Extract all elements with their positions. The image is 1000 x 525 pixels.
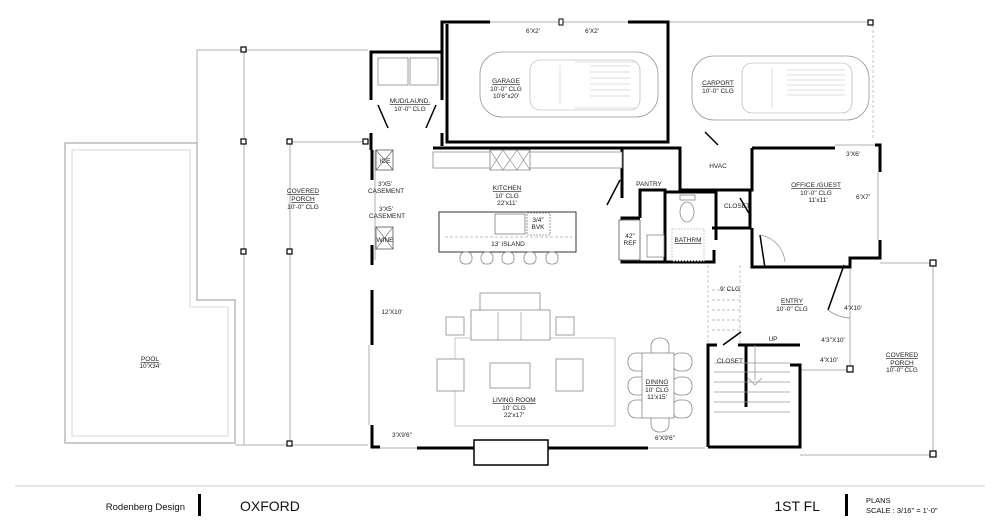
ref-label-1: 42"	[625, 233, 635, 240]
designer-name: Rodenberg Design	[106, 502, 185, 513]
pool	[64, 142, 236, 444]
living-room-clg: 10' CLG	[502, 405, 526, 412]
living-room-size: 22'x17'	[504, 412, 524, 419]
room-labels: MUD/LAUND. 10'-0" CLG 6'X2' 6'X2' GARAGE…	[139, 28, 918, 442]
office-closet-label: CLOSET	[724, 203, 750, 210]
ref-label-2: REF	[624, 240, 637, 247]
porch-left-clg: 10'-0" CLG	[287, 204, 319, 211]
carport-label: CARPORT	[702, 80, 734, 87]
porch-left-label-2: PORCH	[291, 196, 315, 203]
floor-label: 1ST FL	[774, 498, 820, 514]
pantry-label: PANTRY	[636, 181, 662, 188]
porch-right-label-2: PORCH	[890, 360, 914, 367]
living-room-label: LIVING ROOM	[492, 397, 535, 404]
dishwasher-label-1: 3/4"	[532, 217, 544, 224]
kitchen-label: KITCHEN	[493, 185, 522, 192]
office-window-right: 6'X7'	[856, 194, 870, 201]
office-size: 11'x11'	[808, 197, 827, 204]
garage-clg: 10'-0" CLG	[490, 86, 522, 93]
pool-label: POOL	[141, 356, 159, 363]
kitchen-size: 22'x11'	[497, 200, 517, 207]
mud-room-clg: 10'-0" CLG	[394, 106, 426, 113]
dining-clg: 10' CLG	[645, 387, 669, 394]
ice-label: ICE	[380, 158, 392, 165]
wine-label: WINE	[377, 237, 395, 244]
entry-label: ENTRY	[781, 298, 804, 305]
living-slider-size: 12'X10'	[381, 309, 402, 316]
garage-label: GARAGE	[492, 78, 520, 85]
kitchen-clg: 10' CLG	[495, 193, 519, 200]
stair-clg-label: 9' CLG	[720, 286, 740, 293]
car-garage	[479, 51, 659, 118]
stair-up-label: UP	[768, 336, 777, 343]
carport-clg: 10'-0" CLG	[702, 88, 734, 95]
hvac-label: HVAC	[709, 163, 727, 170]
kitchen-fixtures	[375, 57, 705, 265]
office-label: OFFICE /GUEST	[791, 182, 841, 189]
mud-room-label: MUD/LAUND.	[390, 98, 431, 105]
living-window-size: 3'X9'6"	[392, 432, 413, 439]
garage-door-size-1: 6'X2'	[526, 28, 540, 35]
garage-size: 10'6"x20'	[493, 93, 519, 100]
car-carport	[691, 55, 870, 121]
island-label: 13' ISLAND	[491, 241, 525, 248]
living-furniture	[436, 292, 693, 433]
garage-door-size-2: 6'X2'	[585, 28, 599, 35]
dining-size: 11'x15'	[647, 394, 667, 401]
walls	[368, 18, 882, 466]
casement-1-type: CASEMENT	[368, 188, 404, 195]
entry-window-1: 4'X10'	[844, 305, 862, 312]
bathroom-label: BATHRM	[675, 237, 702, 244]
dining-label: DINING	[646, 379, 669, 386]
doors	[377, 104, 851, 346]
casement-2-size: 3'X5'	[379, 206, 393, 213]
title-block: Rodenberg Design OXFORD 1ST FL PLANS SCA…	[15, 485, 985, 516]
carport	[668, 19, 874, 140]
covered-porch-right	[800, 259, 937, 458]
covered-porch-left	[196, 46, 369, 447]
dishwasher-label-2: BVK	[531, 224, 545, 231]
dining-window-size: 6'X9'6"	[655, 435, 676, 442]
pool-size: 10'X34'	[139, 363, 160, 370]
entry-window-2: 4'3"X10'	[821, 337, 845, 344]
casement-1-size: 3'X5'	[378, 181, 392, 188]
stair-closet-label: CLOSET	[717, 358, 743, 365]
plan-name: OXFORD	[240, 498, 300, 514]
entry-clg: 10'-0" CLG	[776, 306, 808, 313]
porch-left-label-1: COVERED	[287, 188, 319, 195]
porch-right-clg: 10'-0" CLG	[886, 367, 918, 374]
scale-label: SCALE : 3/16" = 1'-0"	[866, 506, 938, 515]
office-clg: 10'-0" CLG	[800, 190, 832, 197]
sheet-label: PLANS	[866, 496, 891, 505]
office-window-top: 3'X6'	[846, 151, 860, 158]
porch-right-label-1: COVERED	[886, 352, 918, 359]
entry-window-3: 4'X10'	[820, 357, 838, 364]
casement-2-type: CASEMENT	[369, 213, 405, 220]
